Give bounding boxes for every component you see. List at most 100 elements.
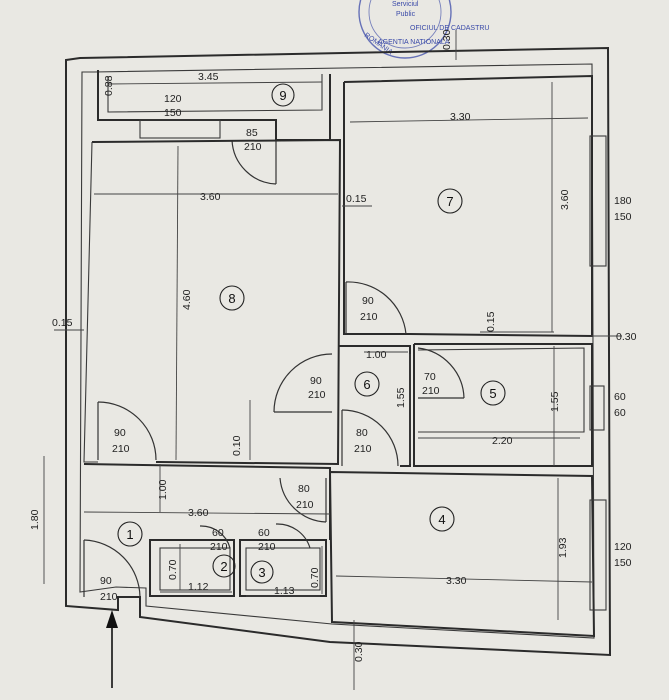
label-wall-r7-r5: 0.15 [485,311,497,332]
label-door-r5-h: 210 [422,385,440,397]
room-2 [149,525,235,597]
label-door-r8-h: 210 [112,443,130,455]
label-r2-width: 1.12 [188,581,209,593]
label-r9-window-w: 120 [164,93,182,105]
room-numbers: 9 7 8 6 5 4 1 2 [117,83,506,584]
room-number-9: 9 [271,83,295,107]
label-r4-width: 3.30 [446,575,467,587]
room-number-1: 1 [117,521,143,547]
label-r4-window-w: 120 [614,541,632,553]
svg-text:2: 2 [220,559,227,574]
entry-door-arc [83,539,141,598]
label-door-r6-left-w: 90 [310,375,322,387]
room-8-door-arc [97,401,157,461]
room-4 [279,471,607,638]
label-r7-width: 3.30 [450,111,471,123]
label-door-r4-w: 80 [298,483,310,495]
label-door-r4-h: 210 [296,499,314,511]
dimension-labels: 3.45 0.88 120 150 85 210 3.30 3.60 180 1… [29,29,637,662]
label-wall-top: 0.30 [441,29,453,50]
label-r5-width: 2.20 [492,435,513,447]
room-4-window [589,499,607,611]
room-9-window [139,119,221,139]
stamp-line-2: Public [396,11,416,18]
room-8-wall [91,138,342,466]
stamp-inner-ring [368,0,442,49]
stamp-outer-ring [358,0,452,59]
room-7 [343,74,607,338]
room-5-door-arc [417,347,465,399]
room-3-door-arc [275,523,311,549]
entrance-arrow-icon [106,610,118,688]
svg-text:7: 7 [446,194,453,209]
room-number-6: 6 [354,371,380,397]
cadastre-stamp: Serviciul Public AGENTIA NATIONALA ROMAN… [358,0,489,59]
room-9-inner [107,74,323,113]
label-door-r6-left-h: 210 [308,389,326,401]
label-door-r6-bottom-w: 80 [356,427,368,439]
label-r9-window-h: 150 [164,107,182,119]
room-2-inner [159,547,231,591]
label-entry-door-h: 210 [100,591,118,603]
label-r4-length: 1.93 [557,537,569,558]
room-5 [413,343,605,467]
label-r9-width: 3.45 [198,71,219,83]
room-4-wall [329,471,596,638]
room-7-window [589,135,607,267]
label-r5-window-w: 60 [614,391,626,403]
svg-text:4: 4 [438,512,445,527]
room-5-wall [413,343,593,467]
label-wall-r8-bottom: 0.10 [231,435,243,456]
label-r2-side: 0.70 [167,559,179,580]
label-r3-side: 0.70 [309,567,321,588]
label-door-r8-w: 90 [114,427,126,439]
label-door-r2-w: 60 [212,527,224,539]
label-r7-window-w: 180 [614,195,632,207]
room-9-door-arc [231,139,277,185]
stamp-line-1: Serviciul [392,1,419,8]
room-5-window [589,385,605,431]
label-r8-length: 4.60 [181,289,193,310]
label-r7-length: 3.60 [559,189,571,210]
label-r1-width: 3.60 [188,507,209,519]
label-r5-length: 1.55 [549,391,561,412]
label-r5-window-h: 60 [614,407,626,419]
room-6-bottom-door-arc [341,409,399,467]
dimension-lines [43,30,622,690]
label-r6-length: 1.55 [395,387,407,408]
label-door-r9-w: 85 [246,127,258,139]
svg-text:8: 8 [228,291,235,306]
room-9 [97,70,331,185]
label-door-r2-h: 210 [210,541,228,553]
label-wall-r8-r7: 0.15 [346,193,367,205]
svg-text:9: 9 [279,88,286,103]
label-r1-side: 1.00 [157,479,169,500]
room-number-5: 5 [480,380,506,406]
label-entry-door-w: 90 [100,575,112,587]
label-wall-right: 0.30 [616,331,637,343]
room-number-7: 7 [437,188,463,214]
svg-text:5: 5 [489,386,496,401]
room-2-door-arc [199,525,231,549]
label-r7-window-h: 150 [614,211,632,223]
room-6-left-door-arc [273,353,333,413]
label-wall-bottom: 0.30 [353,641,365,662]
label-r4-window-h: 150 [614,557,632,569]
room-3-inner [245,547,321,591]
label-r3-width: 1.13 [274,585,295,597]
svg-text:6: 6 [363,377,370,392]
room-3 [239,523,327,597]
label-door-r9-h: 210 [244,141,262,153]
room-7-wall [343,74,593,338]
label-door-r7-w: 90 [362,295,374,307]
room-number-3: 3 [250,560,274,584]
room-number-4: 4 [429,506,455,532]
room-4-door-arc [279,477,327,523]
label-door-r5-w: 70 [424,371,436,383]
label-wall-left: 0.15 [52,317,73,329]
room-number-8: 8 [219,285,245,311]
room-1-wall [83,463,331,540]
label-r1-length: 1.80 [29,509,41,530]
outer-wall-inner [79,63,595,639]
